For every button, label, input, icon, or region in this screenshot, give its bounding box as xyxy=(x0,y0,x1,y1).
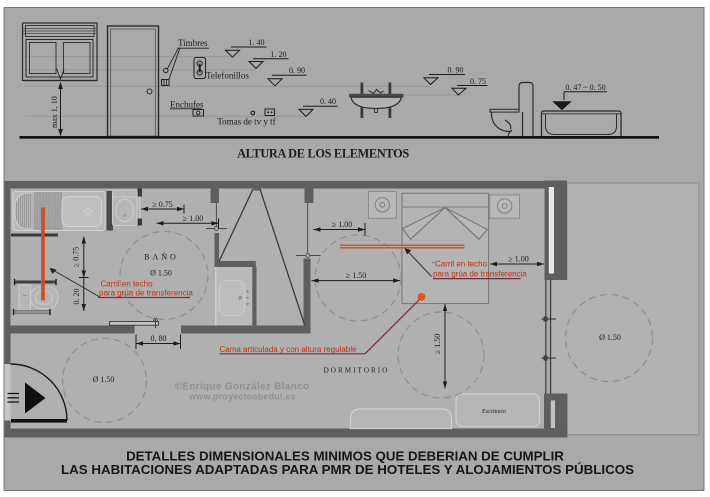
svg-text:Escritorio: Escritorio xyxy=(482,409,506,415)
svg-text:≥ 1.50: ≥ 1.50 xyxy=(346,271,366,280)
svg-text:≥ 1.50: ≥ 1.50 xyxy=(433,334,442,354)
svg-text:ALTURA DE LOS ELEMENTOS: ALTURA DE LOS ELEMENTOS xyxy=(237,147,409,161)
svg-text:0. 90: 0. 90 xyxy=(448,66,464,75)
svg-text:0. 75: 0. 75 xyxy=(470,77,486,86)
svg-text:Enchufes: Enchufes xyxy=(170,100,204,110)
svg-text:1. 20: 1. 20 xyxy=(271,50,287,59)
svg-text:≥ 0.75: ≥ 0.75 xyxy=(72,247,81,267)
svg-text:≥ 1.00: ≥ 1.00 xyxy=(332,220,352,229)
svg-text:Ø 1.50: Ø 1.50 xyxy=(93,375,115,384)
svg-text:max 1, 10: max 1, 10 xyxy=(50,96,59,128)
svg-text:DORMITORIO: DORMITORIO xyxy=(324,367,390,375)
svg-text:≥ 1.00: ≥ 1.00 xyxy=(183,214,203,223)
svg-text:0, 80: 0, 80 xyxy=(151,334,167,343)
svg-text:≥ 0.75: ≥ 0.75 xyxy=(152,200,172,209)
svg-text:≥ 1.00: ≥ 1.00 xyxy=(508,255,528,264)
svg-text:0. 90: 0. 90 xyxy=(289,66,305,75)
svg-text:0. 40: 0. 40 xyxy=(320,97,336,106)
svg-text:1. 40: 1. 40 xyxy=(249,38,265,47)
svg-text:Ø 1.50: Ø 1.50 xyxy=(599,333,621,342)
svg-text:para grúa de transferencia: para grúa de transferencia xyxy=(433,270,527,279)
svg-text:www.proyectoabedul.es: www.proyectoabedul.es xyxy=(188,392,296,402)
svg-text:©Enrique González Blanco: ©Enrique González Blanco xyxy=(175,382,310,393)
svg-text:Carril en techo: Carril en techo xyxy=(101,279,154,288)
svg-text:para grúa de transferencia: para grúa de transferencia xyxy=(99,289,193,298)
svg-text:BAÑO: BAÑO xyxy=(144,251,179,261)
svg-text:Cama articulada y con altura r: Cama articulada y con altura regulable xyxy=(220,345,358,354)
svg-text:DETALLES DIMENSIONALES MINIMOS: DETALLES DIMENSIONALES MINIMOS QUE DEBER… xyxy=(126,449,564,464)
svg-text:Carril en techo: Carril en techo xyxy=(435,260,488,269)
svg-text:0. 20: 0. 20 xyxy=(72,289,81,305)
svg-text:LAS HABITACIONES ADAPTADAS PAR: LAS HABITACIONES ADAPTADAS PARA PMR DE H… xyxy=(61,462,634,477)
svg-text:Tomas de tv y tf: Tomas de tv y tf xyxy=(217,117,275,127)
svg-text:Telefonillos: Telefonillos xyxy=(206,71,249,81)
svg-text:0. 47 ~ 0. 50: 0. 47 ~ 0. 50 xyxy=(565,83,605,92)
svg-text:Timbres: Timbres xyxy=(178,38,208,48)
svg-text:Ø 1.50: Ø 1.50 xyxy=(150,268,172,277)
